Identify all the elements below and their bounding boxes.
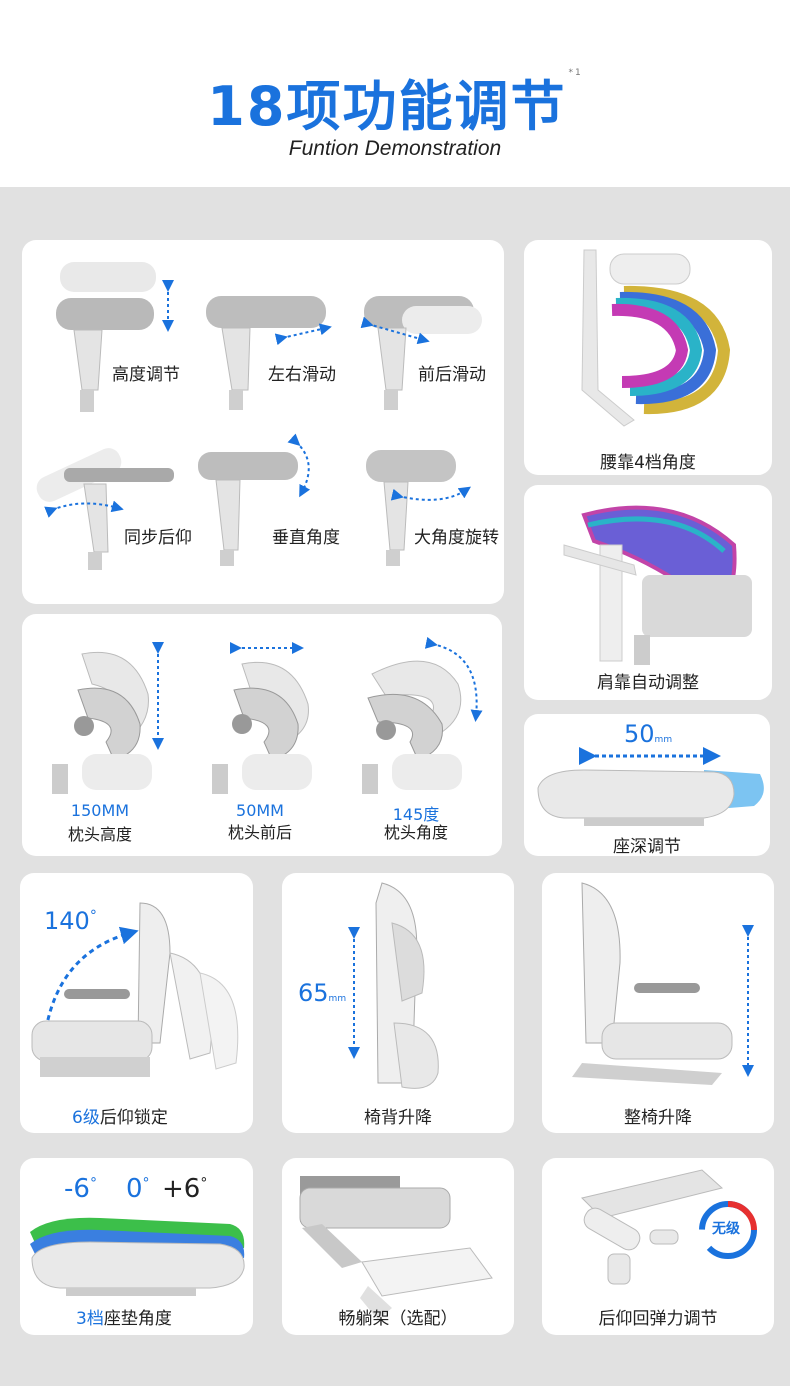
shoulder-illustration [563,505,752,665]
armrest-slide-fb-icon [360,296,482,410]
seat-depth-value: 50mm [624,720,672,748]
recline-illustration [31,902,239,1077]
rebound-label: 后仰回弹力调节 [598,1309,718,1329]
chair-lift-card: 整椅升降 [542,873,774,1133]
seat-depth-card: 50mm 座深调节 [524,714,770,856]
recline-label: 6级后仰锁定 [72,1103,168,1128]
seat-angle-deg1: ° [89,1175,97,1192]
seat-depth-illustration [537,747,764,826]
recline-text: 后仰锁定 [99,1108,168,1128]
chair-lift-illustration [572,882,754,1085]
armrest-slide-lr-icon [206,296,332,410]
lumbar-illustration [581,249,731,427]
page-title: 18项功能调节*1 [0,62,790,141]
rebound-card: 无级 后仰回弹力调节 [542,1158,774,1335]
headrest-angle-value: 145度 [392,805,440,824]
armrest-label-6: 大角度旋转 [414,528,499,548]
seat-angle-deg3: ° [200,1175,208,1192]
header: 18项功能调节*1 Funtion Demonstration [0,0,790,187]
headrest-angle-label: 枕头角度 [383,823,448,842]
backrest-lift-card: 65mm 椅背升降 [282,873,514,1133]
recline-angle: 140° [44,907,97,935]
backrest-lift-number: 65 [298,979,329,1007]
seat-angle-minus: -6° [64,1174,97,1204]
seat-depth-unit: mm [654,735,673,745]
armrest-label-5: 垂直角度 [272,528,340,548]
lumbar-card: 腰靠4档角度 [524,240,772,475]
headrest-fb-icon [212,642,312,794]
backrest-lift-illustration [348,882,439,1089]
rebound-illustration [581,1169,757,1285]
shoulder-card: 肩靠自动调整 [524,485,772,700]
headrest-angle-icon [362,636,483,794]
backrest-lift-unit: mm [328,994,347,1004]
seat-depth-number: 50 [624,720,655,748]
seat-depth-label: 座深调节 [613,837,681,856]
headrest-illustrations [52,636,483,794]
headrest-card: 150MM 枕头高度 50MM 枕头前后 145度 枕头角度 [22,614,502,856]
headrest-height-label: 枕头高度 [67,825,132,844]
headrest-fb-label: 枕头前后 [227,823,292,842]
seat-angle-zero: 0° [126,1174,150,1204]
headrest-height-value: 150MM [70,801,130,820]
armrest-card: 高度调节 左右滑动 前后滑动 同步后仰 垂直角度 大角度旋转 [22,240,504,604]
seat-angle-illustration [30,1217,245,1296]
recline-deg: ° [89,908,97,924]
headrest-fb-value: 50MM [236,801,284,820]
armrest-label-4: 同步后仰 [124,528,192,548]
backrest-lift-label: 椅背升降 [364,1108,432,1128]
backrest-lift-value: 65mm [298,979,346,1007]
footrest-illustration [299,1176,493,1320]
title-text: 18项功能调节 [207,75,567,138]
armrest-rotation-icon [366,450,471,566]
page-subtitle: Funtion Demonstration [288,137,502,160]
armrest-label-1: 高度调节 [112,365,180,385]
seat-angle-text: 座垫角度 [103,1309,172,1329]
seat-angle-plus: +6° [162,1174,207,1204]
armrest-vertical-angle-icon [198,433,311,566]
seat-angle-a3: +6 [162,1174,201,1204]
shoulder-label: 肩靠自动调整 [597,673,699,693]
chair-lift-label: 整椅升降 [624,1108,692,1128]
seat-angle-prefix: 3档 [76,1309,104,1329]
footnote-mark: *1 [568,68,583,78]
armrest-illustrations [36,262,482,570]
headrest-height-icon [52,642,164,794]
rebound-badge: 无级 [712,1221,740,1237]
seat-angle-a1: -6 [64,1174,90,1204]
recline-card: 140° 6级后仰锁定 [20,873,253,1133]
recline-prefix: 6级 [72,1108,100,1128]
armrest-sync-recline-icon [36,448,174,570]
seat-angle-a2: 0 [126,1174,143,1204]
lumbar-label: 腰靠4档角度 [600,453,696,473]
seat-angle-deg2: ° [142,1175,150,1192]
armrest-label-3: 前后滑动 [418,365,486,385]
armrest-label-2: 左右滑动 [268,365,336,385]
seat-angle-card: -6° 0° +6° 3档座垫角度 [20,1158,253,1335]
footrest-label: 畅躺架（选配） [338,1309,458,1329]
recline-angle-number: 140 [44,907,90,935]
seat-angle-label: 3档座垫角度 [76,1304,172,1329]
armrest-height-icon [56,262,174,412]
footrest-card: 畅躺架（选配） [282,1158,514,1335]
